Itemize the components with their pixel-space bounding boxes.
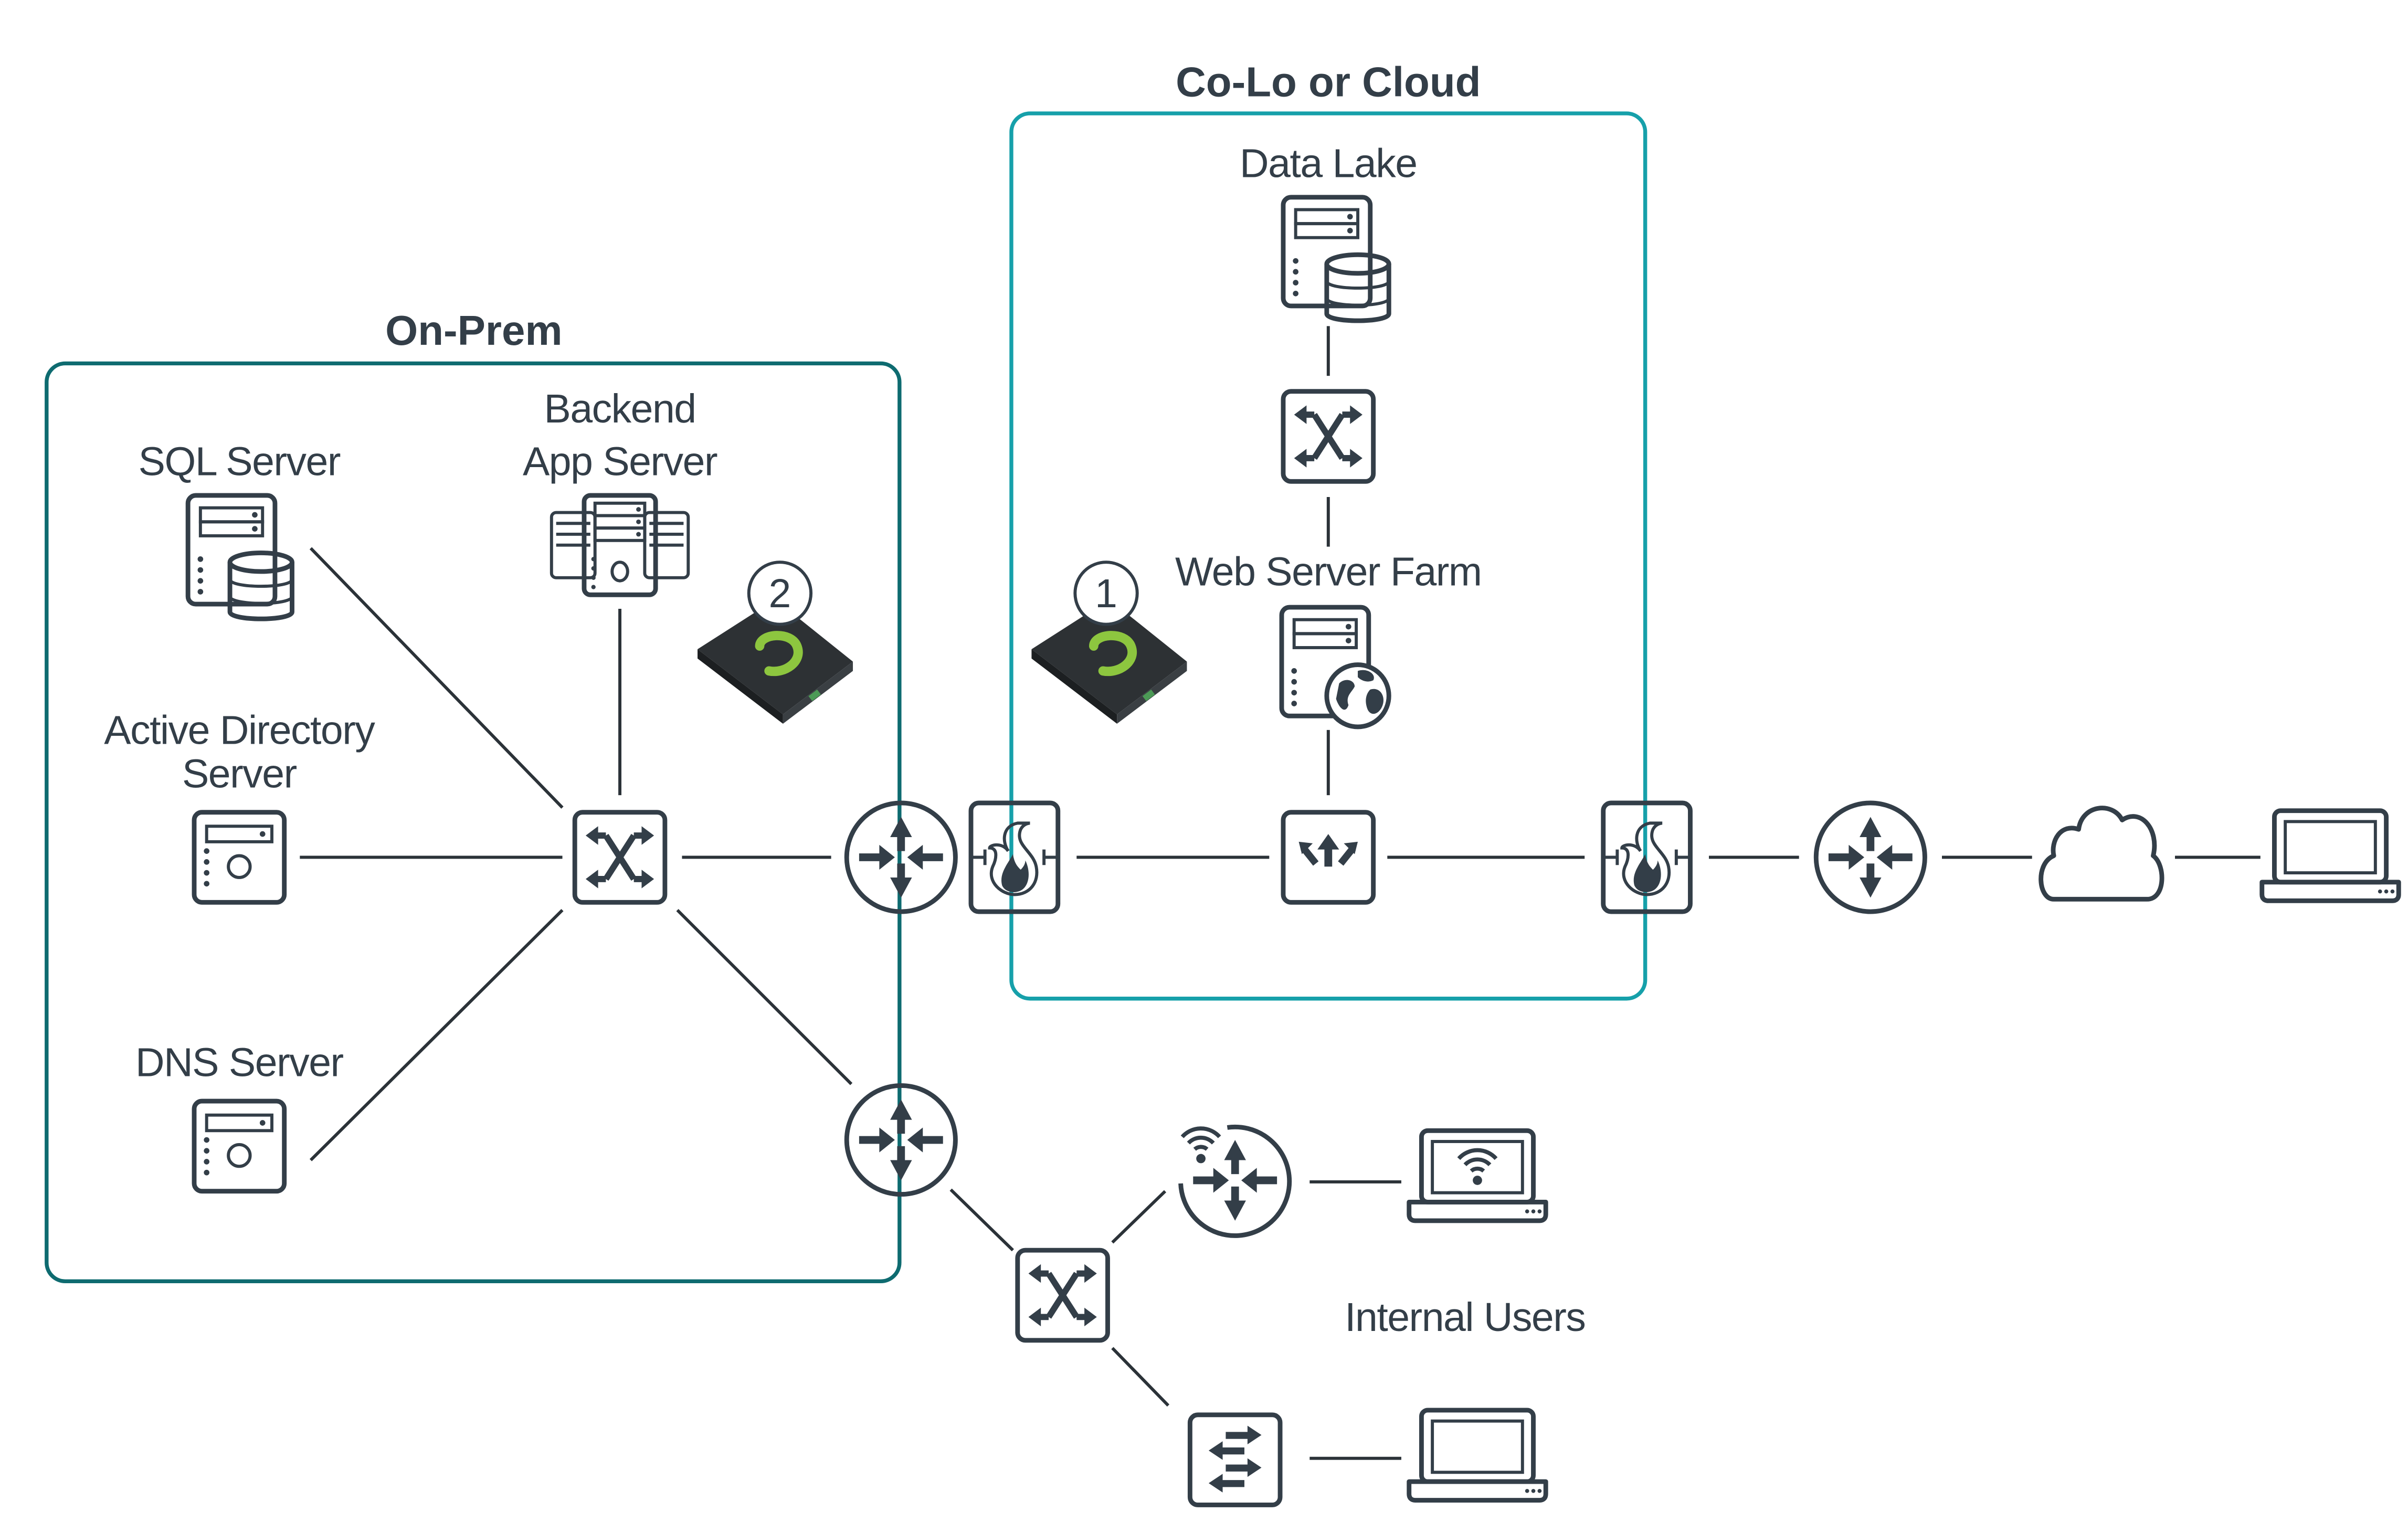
onprem-core-switch-node[interactable] (575, 812, 665, 903)
colo-zone-border (1009, 111, 1647, 1001)
colo-inner-firewall-node[interactable] (971, 803, 1058, 912)
wireless-router-node[interactable] (1178, 1124, 1292, 1238)
wired-laptop-node[interactable] (1409, 1410, 1546, 1500)
globe-icon (1324, 662, 1391, 730)
database-icon (1327, 255, 1389, 321)
database-icon (230, 553, 292, 619)
badge-circle (747, 561, 813, 626)
colo-switch-node[interactable] (1283, 392, 1374, 482)
laptop-icon (1409, 1410, 1546, 1500)
data-lake-label: Data Lake (1240, 141, 1417, 186)
switch-icon (575, 812, 665, 903)
layer2-switch-node[interactable] (1187, 1412, 1283, 1507)
load-balancer-node[interactable] (1281, 810, 1376, 905)
link-switch-to-internal-router (676, 908, 853, 1085)
onprem-zone-border (45, 361, 902, 1284)
backend-app-server-node[interactable]: Backend App Server (523, 386, 718, 597)
internet-router-node[interactable] (1816, 803, 1925, 912)
colo-zone-title: Co-Lo or Cloud (1176, 58, 1481, 105)
firewall-icon (971, 803, 1058, 912)
router-icon (1816, 803, 1925, 912)
load-balancer-icon (1298, 834, 1358, 867)
link-access-switch-to-wireless (1111, 1190, 1167, 1244)
laptop-icon (2262, 811, 2399, 901)
link-internal-router-to-access-switch (949, 1188, 1014, 1252)
appliance-1[interactable]: 1 (1031, 561, 1187, 724)
data-lake-node[interactable]: Data Lake (1240, 141, 1418, 321)
l2-switch-icon (1208, 1425, 1262, 1493)
onprem-zone-title: On-Prem (385, 307, 562, 354)
internal-users-label: Internal Users (1345, 1295, 1585, 1340)
link-access-switch-to-l2 (1111, 1347, 1170, 1407)
link-dns-to-switch (309, 908, 564, 1161)
wifi-icon (1182, 1128, 1220, 1163)
link-sql-to-switch (309, 547, 564, 809)
cloud-icon (2039, 806, 2164, 902)
active-directory-server-node[interactable]: Active Directory Server (104, 707, 376, 903)
appliance-badge-2: 2 (769, 571, 791, 616)
wireless-laptop-node[interactable] (1409, 1130, 1546, 1221)
load-balancer-frame (1281, 810, 1376, 905)
wireless-router-icon (1178, 1124, 1292, 1238)
badge-circle (1073, 561, 1139, 626)
active-directory-server-label-line2: Server (182, 751, 297, 796)
external-laptop-node[interactable] (2262, 811, 2399, 901)
access-switch-node[interactable] (1018, 1250, 1108, 1340)
server-icon (194, 1101, 284, 1191)
internet-cloud-node[interactable] (2039, 806, 2164, 902)
appliance-2[interactable]: 2 (698, 561, 853, 724)
backend-app-server-label-line2: App Server (523, 439, 717, 484)
active-directory-server-label-line1: Active Directory (104, 707, 375, 753)
switch-icon (1283, 392, 1374, 482)
appliance-badge-1: 1 (1095, 571, 1117, 616)
l2-switch-frame (1187, 1412, 1283, 1507)
backend-app-server-label-line1: Backend (544, 386, 695, 431)
dns-server-label: DNS Server (135, 1040, 344, 1085)
server-icon (194, 812, 284, 903)
switch-icon (1018, 1250, 1108, 1340)
web-server-farm-label: Web Server Farm (1175, 549, 1482, 595)
sql-server-label: SQL Server (139, 439, 341, 484)
server-cluster-icon (550, 493, 690, 597)
web-server-farm-node[interactable]: Web Server Farm (1175, 549, 1482, 730)
wifi-icon (1459, 1150, 1496, 1185)
sql-server-node[interactable]: SQL Server (139, 439, 341, 619)
dns-server-node[interactable]: DNS Server (135, 1040, 344, 1191)
connections (300, 326, 2261, 1460)
